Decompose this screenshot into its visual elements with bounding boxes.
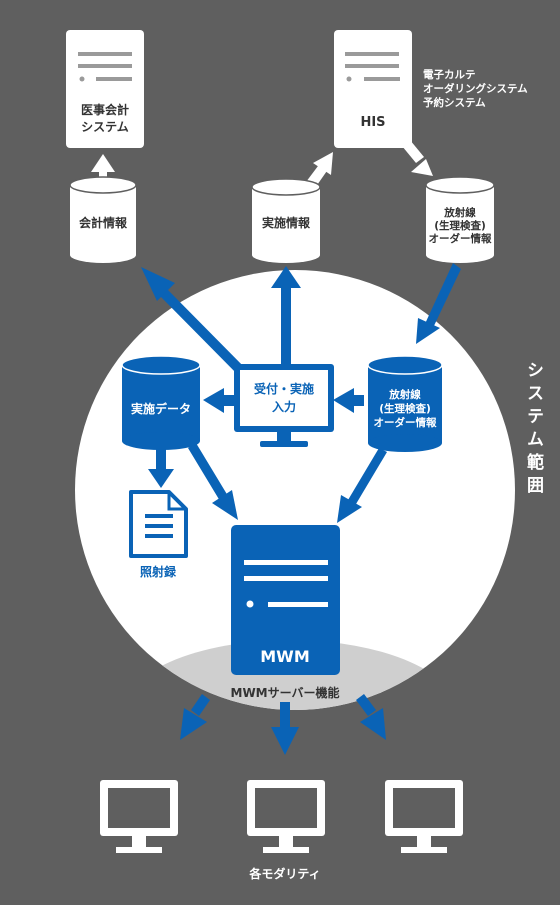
db-radiology-top-line3: オーダー情報 (429, 232, 492, 245)
reception-label-2: 入力 (272, 399, 296, 414)
arrow-icon (203, 388, 236, 413)
database-icon (251, 178, 321, 263)
document-icon (129, 490, 188, 558)
db-radiology-top-line1: 放射線 (443, 206, 476, 219)
mwm-function-label: MWMサーバー機能 (231, 685, 340, 700)
server-icon (345, 52, 400, 82)
accounting-system-server: 医事会計 システム (66, 30, 144, 148)
db-radiology-top-line2: (生理検査) (434, 219, 486, 232)
arrow-icon (141, 267, 250, 380)
db-radiology-inner-line3: オーダー情報 (374, 416, 437, 429)
db-impl-data-label: 実施データ (131, 401, 191, 416)
server-icon (244, 560, 328, 608)
monitor-icon (100, 780, 178, 853)
db-implementation-data: 実施データ (121, 355, 201, 450)
accounting-system-label-2: システム (81, 120, 129, 134)
blue-arrows (141, 263, 461, 755)
reception-label-1: 受付・実施 (254, 381, 314, 396)
db-radiology-order-top: 放射線 (生理検査) オーダー情報 (425, 176, 495, 263)
database-icon (425, 176, 495, 263)
arrow-icon (416, 263, 461, 344)
arrow-icon (188, 443, 238, 520)
db-implementation-label: 実施情報 (262, 215, 311, 230)
arrow-icon (337, 448, 387, 523)
server-icon (78, 52, 132, 82)
monitor-icon (385, 780, 463, 853)
his-description: 電子カルテ オーダリングシステム 予約システム (423, 69, 528, 109)
accounting-system-label-1: 医事会計 (81, 102, 129, 117)
arrow-icon (333, 388, 364, 413)
arrow-icon (148, 448, 174, 488)
monitor-icon (234, 364, 334, 447)
his-desc-ordering: オーダリングシステム (423, 82, 528, 95)
database-icon (121, 355, 201, 450)
db-radiology-inner-line1: 放射線 (388, 388, 421, 401)
monitor-icon (247, 780, 325, 853)
db-radiology-order-inner: 放射線 (生理検査) オーダー情報 (367, 355, 443, 452)
irradiation-record: 照射録 (129, 490, 188, 579)
arrow-icon (180, 694, 210, 740)
db-accounting-label: 会計情報 (79, 215, 128, 230)
database-icon (367, 355, 443, 452)
his-desc-ehr: 電子カルテ (423, 69, 476, 81)
modality-monitor-right (385, 780, 463, 853)
modality-monitor-left (100, 780, 178, 853)
modalities-label: 各モダリティ (248, 866, 320, 881)
his-server: HIS (334, 30, 412, 148)
db-implementation-info: 実施情報 (251, 178, 321, 263)
reception-terminal: 受付・実施 入力 (234, 364, 334, 447)
irradiation-record-label: 照射録 (140, 564, 177, 579)
db-accounting: 会計情報 (69, 176, 137, 263)
arrow-icon (271, 702, 299, 755)
system-scope-label: システム範囲 (523, 361, 544, 499)
arrow-icon (356, 694, 386, 740)
mwm-function-area (120, 640, 460, 710)
database-icon (69, 176, 137, 263)
mwm-server: MWM (231, 525, 340, 675)
his-desc-reservation: 予約システム (423, 96, 486, 109)
his-label: HIS (360, 115, 385, 130)
modality-monitor-center (247, 780, 325, 853)
db-radiology-inner-line2: (生理検査) (379, 402, 431, 415)
arrow-icon (271, 266, 301, 365)
mwm-server-label: MWM (260, 647, 310, 666)
